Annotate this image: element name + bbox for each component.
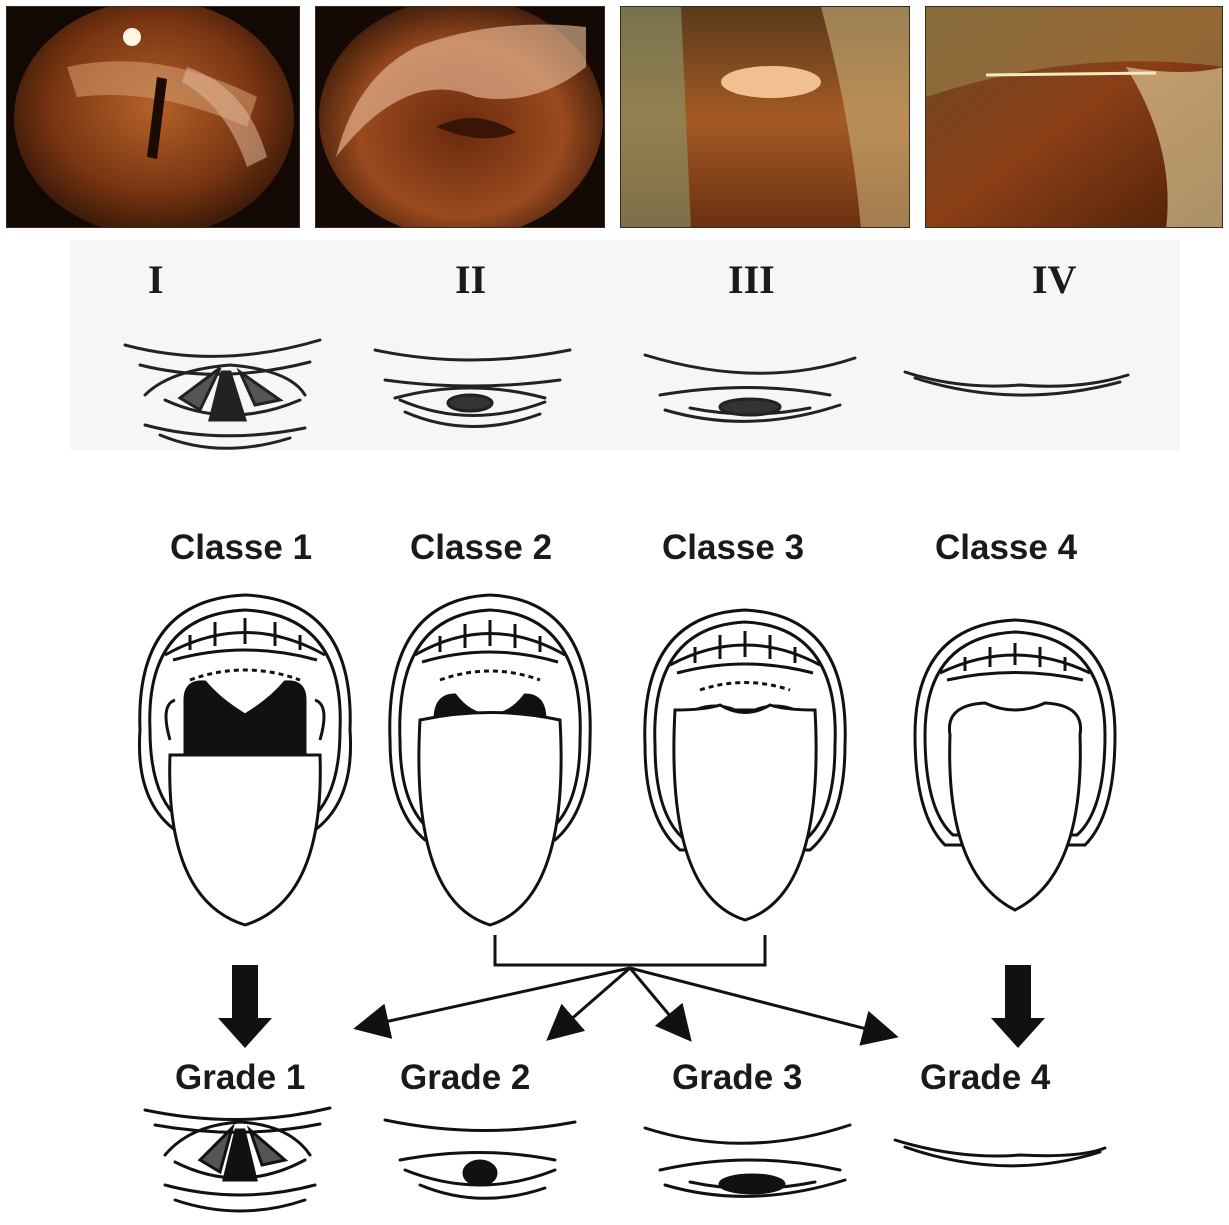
laryngoscopy-grade-label-1: I xyxy=(148,256,164,303)
glottic-sketch-bottom-grade-4 xyxy=(895,1140,1105,1166)
arrow-class4-to-grade4 xyxy=(991,965,1045,1048)
mouth-class-1 xyxy=(139,595,350,925)
cormack-grade-label-4: Grade 4 xyxy=(920,1058,1050,1098)
mouth-class-4 xyxy=(915,620,1115,910)
laryngoscopy-photo-1 xyxy=(6,6,300,228)
mallampati-class-label-2: Classe 2 xyxy=(410,528,552,568)
glottic-sketch-bottom-grade-1 xyxy=(145,1108,330,1211)
laryngoscopy-photo-3 xyxy=(620,6,910,228)
class2-3-bracket xyxy=(495,935,765,965)
mouth-class-3 xyxy=(645,610,845,920)
laryngoscopy-grade-label-3: III xyxy=(728,256,775,303)
laryngoscopy-grade-label-4: IV xyxy=(1032,256,1076,303)
laryngoscopy-photo-4 xyxy=(925,6,1223,228)
mallampati-class-label-1: Classe 1 xyxy=(170,528,312,568)
laryngoscopy-grade-label-2: II xyxy=(455,256,486,303)
mallampati-class-label-3: Classe 3 xyxy=(662,528,804,568)
cormack-grade-label-2: Grade 2 xyxy=(400,1058,530,1098)
laryngoscopy-photo-2 xyxy=(315,6,605,228)
arrow-class1-to-grade1 xyxy=(218,965,272,1048)
glottic-sketch-bottom-grade-3 xyxy=(645,1125,850,1196)
mouth-class-2 xyxy=(390,595,590,925)
top-sketch-background xyxy=(70,240,1180,450)
cormack-grade-label-1: Grade 1 xyxy=(175,1058,305,1098)
glottic-sketch-bottom-grade-2 xyxy=(385,1120,575,1198)
class2-3-arrows xyxy=(362,968,890,1035)
cormack-grade-label-3: Grade 3 xyxy=(672,1058,802,1098)
mallampati-class-label-4: Classe 4 xyxy=(935,528,1077,568)
